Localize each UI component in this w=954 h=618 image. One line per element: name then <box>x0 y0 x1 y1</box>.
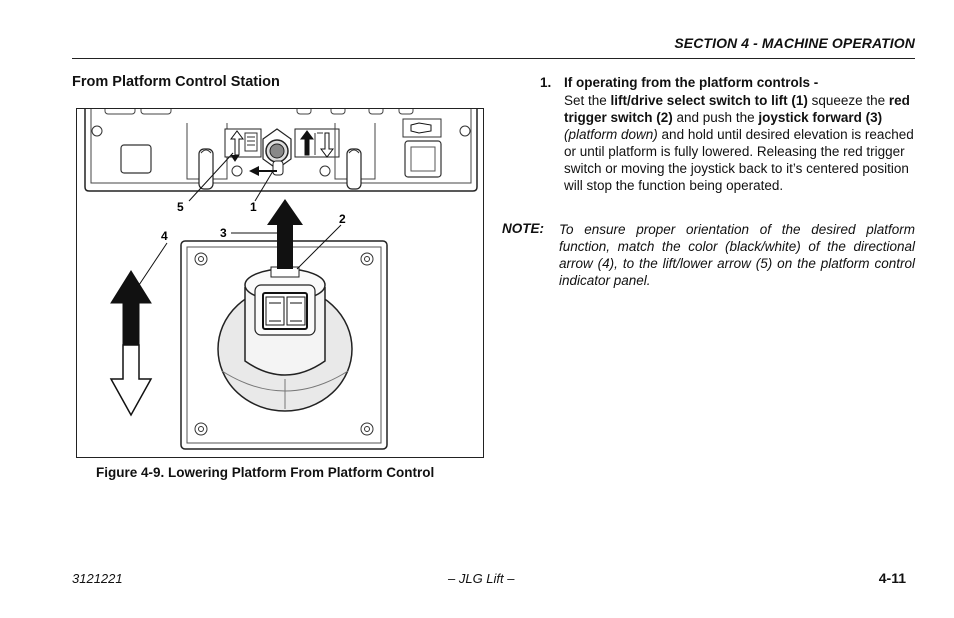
joystick-forward-ref: joystick forward (3) <box>758 110 883 125</box>
platform-down-ref: (platform down) <box>564 127 658 142</box>
section-header-title: SECTION 4 - MACHINE OPERATION <box>674 35 915 51</box>
step-number: 1. <box>540 75 552 90</box>
footer-doc-number: 3121221 <box>72 571 123 586</box>
step-body: Set the lift/drive select switch to lift… <box>564 93 914 193</box>
callout-2: 2 <box>339 212 346 226</box>
note-label: NOTE: <box>502 221 544 236</box>
callout-4: 4 <box>161 229 168 243</box>
callout-3: 3 <box>220 226 227 240</box>
figure-caption: Figure 4-9. Lowering Platform From Platf… <box>96 465 435 480</box>
section-heading: From Platform Control Station <box>72 74 280 90</box>
footer-brand: – JLG Lift – <box>448 571 515 586</box>
callout-5: 5 <box>177 200 184 214</box>
header-divider <box>72 58 915 59</box>
figure-illustration: 5 1 3 2 4 <box>76 108 484 458</box>
callout-1: 1 <box>250 200 257 214</box>
note-text: To ensure proper orientation of the desi… <box>559 222 915 288</box>
step-title: If operating from the platform controls … <box>564 75 819 90</box>
trigger-switch-ref: red trigger switch (2) <box>564 93 910 125</box>
lift-drive-switch-ref: lift/drive select switch to lift (1) <box>610 93 808 108</box>
page-number: 4-11 <box>878 570 906 586</box>
control-station-drawing: 5 1 3 2 4 <box>84 109 478 450</box>
